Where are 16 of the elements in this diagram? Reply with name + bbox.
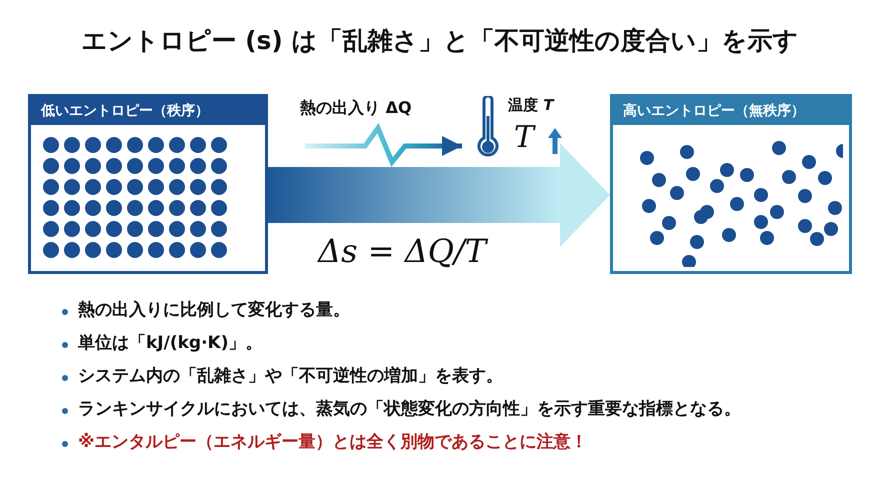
bullet-text: システム内の「乱雑さ」や「不可逆性の増加」を表す。: [78, 365, 503, 387]
panel-header: 高いエントロピー（無秩序）: [613, 97, 849, 125]
bullet-text: 単位は「kJ/(kg·K)」。: [78, 332, 262, 354]
bullet-text: ※エンタルピー（エネルギー量）とは全く別物であることに注意！: [78, 431, 588, 453]
arrow: [268, 143, 610, 247]
panel: [28, 94, 268, 274]
temperature-label: 温度 T: [508, 96, 554, 115]
heat-arrow: [305, 122, 462, 167]
panel: [610, 94, 852, 274]
title: エントロピー (s) は「乱雑さ」と「不可逆性の度合い」を示す: [80, 25, 800, 57]
temperature-symbol: T: [514, 120, 534, 155]
bullet-text: 熱の出入りに比例して変化する量。: [78, 299, 350, 321]
heat-label: 熱の出入り ΔQ: [300, 98, 412, 119]
bullet-text: ランキンサイクルにおいては、蒸気の「状態変化の方向性」を示す重要な指標となる。: [78, 398, 741, 420]
formula: Δs = ΔQ/T: [318, 232, 486, 270]
panel-header: 低いエントロピー（秩序）: [31, 97, 265, 125]
